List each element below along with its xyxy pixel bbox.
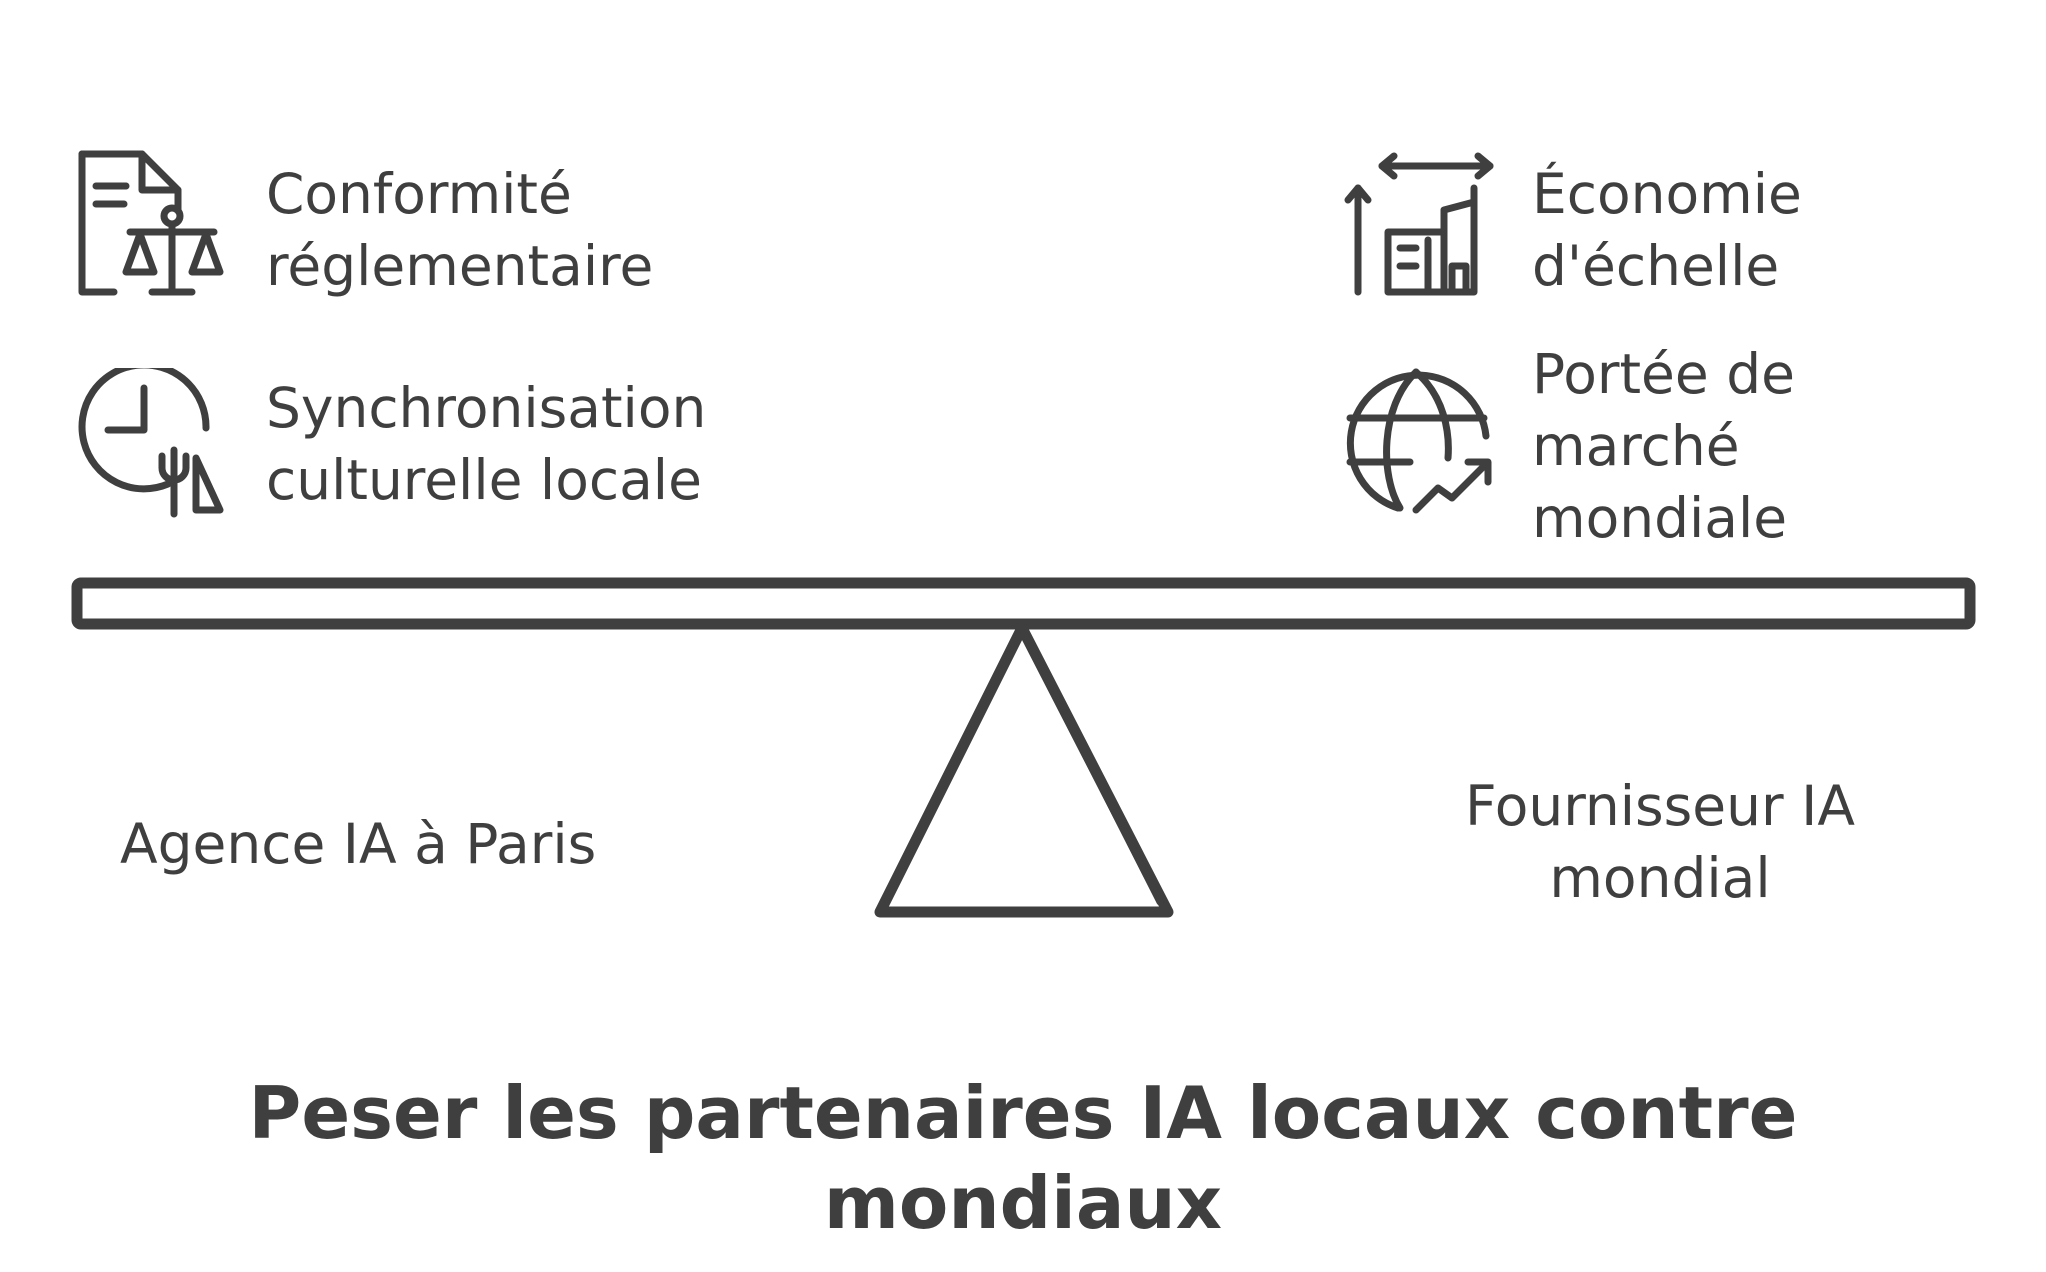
left-option-label: Agence IA à Paris [120, 812, 597, 876]
seesaw-fulcrum [874, 622, 1174, 918]
seesaw-plank [71, 577, 1976, 630]
diagram-title: Peser les partenaires IA locaux contre m… [248, 1071, 1798, 1245]
clock-culture-icon [76, 368, 226, 518]
right-option-label: Fournisseur IA mondial [1465, 774, 1855, 910]
factor-label-synchronisation: Synchronisation culturelle locale [266, 376, 707, 512]
factor-label-conformite: Conformité réglementaire [266, 162, 654, 298]
factor-label-portee: Portée de marché mondiale [1532, 342, 1795, 550]
regulation-document-scale-icon [74, 148, 228, 298]
globe-growth-icon [1340, 366, 1494, 518]
scaling-buildings-icon [1342, 148, 1496, 298]
factor-label-economie: Économie d'échelle [1532, 162, 1802, 298]
